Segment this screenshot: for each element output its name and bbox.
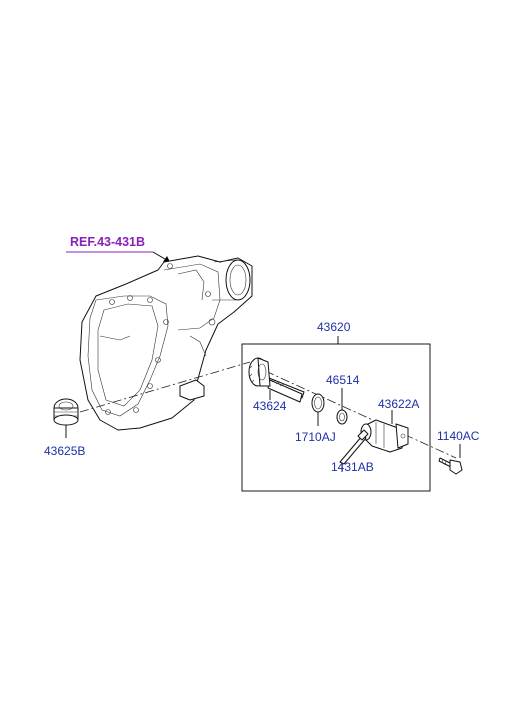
plug-43625b	[53, 398, 79, 426]
part-label-43620[interactable]: 43620	[317, 320, 351, 334]
sleeve-43622a	[360, 419, 409, 453]
axis-centreline-main	[79, 361, 251, 413]
axis-centreline-assembly	[249, 363, 457, 459]
reference-arrowhead	[163, 256, 170, 262]
pin-1431ab	[339, 429, 369, 465]
part-label-46514[interactable]: 46514	[326, 373, 360, 387]
reference-callout[interactable]: REF.43-431B	[66, 235, 171, 263]
bolt-1140ac	[438, 457, 463, 475]
part-label-1710aj[interactable]: 1710AJ	[295, 430, 336, 444]
gear-43624	[248, 357, 305, 403]
oring-1710aj-inner	[314, 396, 322, 410]
part-label-1431ab[interactable]: 1431AB	[331, 460, 374, 474]
assembly-frame-43620	[241, 343, 431, 492]
ring-46514-inner	[339, 412, 345, 422]
part-label-43624[interactable]: 43624	[253, 399, 287, 413]
part-label-43625b[interactable]: 43625B	[44, 444, 85, 458]
ring-46514	[336, 409, 348, 425]
part-label-43622a[interactable]: 43622A	[378, 397, 419, 411]
reference-label[interactable]: REF.43-431B	[70, 235, 145, 249]
transmission-housing	[79, 255, 253, 431]
part-label-1140ac[interactable]: 1140AC	[437, 429, 480, 443]
